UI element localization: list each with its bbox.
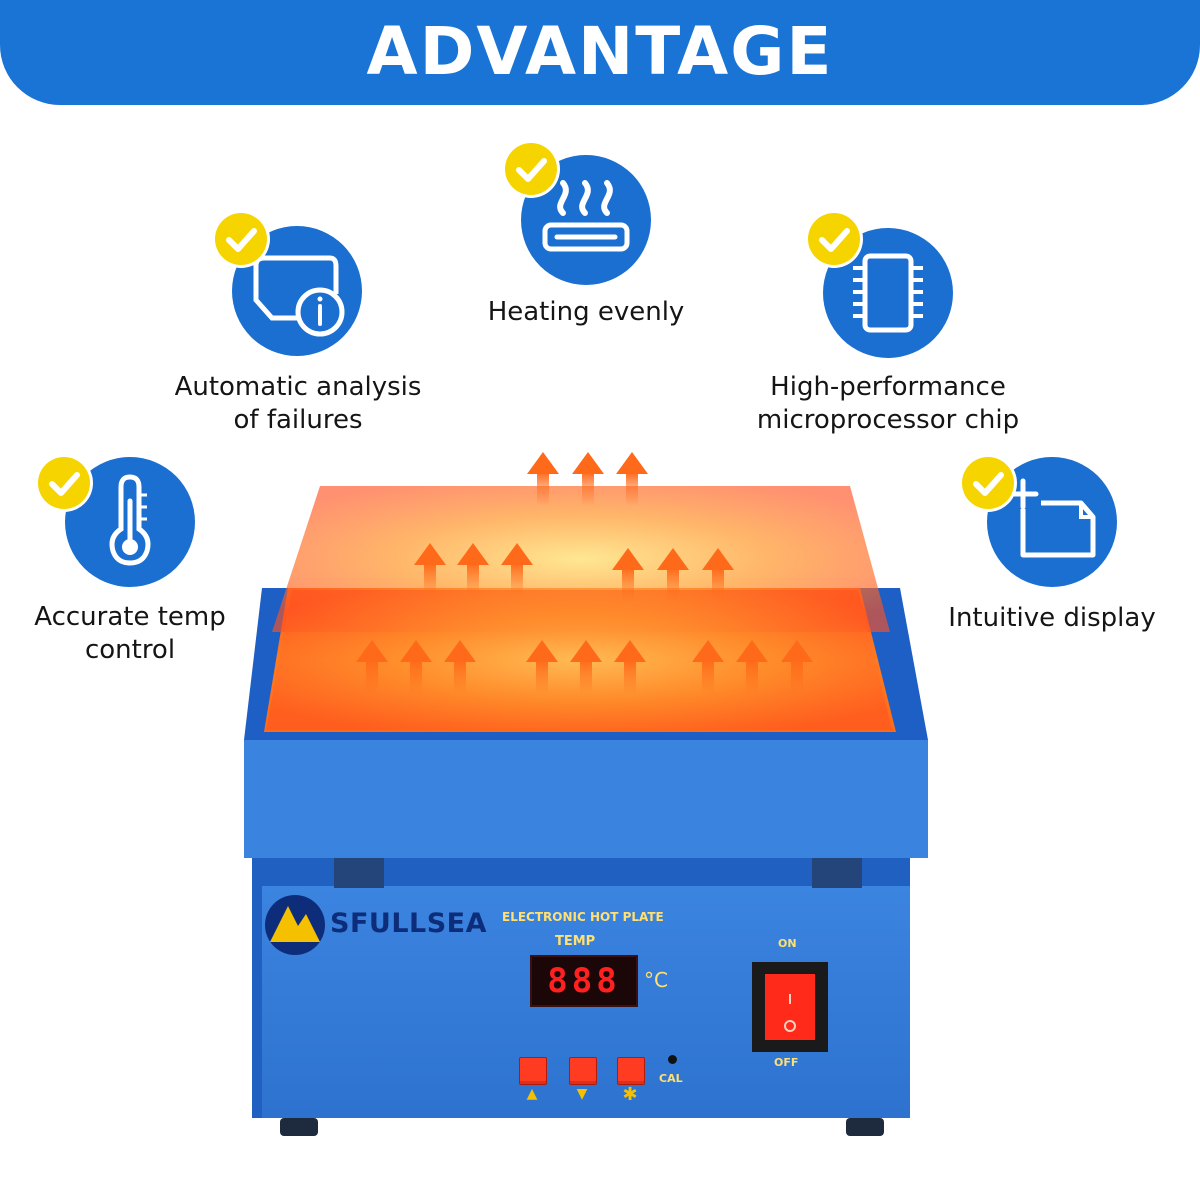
page-title: ADVANTAGE	[366, 13, 834, 90]
temp-display-value: 888	[547, 961, 621, 1001]
brand-name: SFULLSEA	[330, 908, 488, 939]
cal-button[interactable]	[668, 1055, 677, 1064]
heat-arrow-icon	[414, 543, 446, 597]
feature-label: Automatic analysis of failures	[174, 372, 422, 435]
heat-arrow-icon	[457, 543, 489, 597]
heat-arrow-icon	[501, 543, 533, 597]
power-off-label: OFF	[774, 1056, 799, 1069]
down-button[interactable]	[569, 1057, 597, 1085]
temp-label: TEMP	[555, 934, 596, 949]
up-arrow-icon: ▲	[526, 1086, 538, 1102]
heat-arrow-icon	[356, 640, 388, 694]
brand-logo-icon	[265, 895, 325, 955]
check-badge-icon	[215, 213, 267, 265]
heat-arrow-icon	[570, 640, 602, 694]
heat-arrow-icon	[527, 452, 559, 506]
up-button[interactable]	[519, 1057, 547, 1085]
feature-label: Intuitive display	[948, 603, 1156, 633]
check-badge-icon	[38, 457, 90, 509]
heat-arrow-icon	[616, 452, 648, 506]
heat-arrow-icon	[444, 640, 476, 694]
temp-unit: °C	[644, 968, 668, 992]
plate-title: ELECTRONIC HOT PLATE	[502, 910, 664, 924]
device-pillar	[812, 858, 862, 888]
device-tray-front	[244, 740, 928, 858]
asterisk-icon: ✱	[622, 1084, 638, 1105]
heat-arrow-icon	[400, 640, 432, 694]
power-switch-mark-off	[784, 1020, 796, 1032]
cal-label: CAL	[659, 1072, 683, 1085]
heat-arrow-icon	[614, 640, 646, 694]
feature-label: Heating evenly	[487, 297, 685, 327]
heat-arrow-icon	[612, 548, 644, 602]
heat-arrow-icon	[657, 548, 689, 602]
power-on-label: ON	[778, 937, 797, 950]
temp-display: 888	[530, 955, 638, 1007]
feature-label: High-performance microprocessor chip	[756, 372, 1020, 435]
device-pillar	[334, 858, 384, 888]
heat-arrow-icon	[781, 640, 813, 694]
heat-arrow-icon	[526, 640, 558, 694]
device-foot	[846, 1118, 884, 1136]
device-foot	[280, 1118, 318, 1136]
check-badge-icon	[808, 213, 860, 265]
set-button[interactable]	[617, 1057, 645, 1085]
heat-arrow-icon	[702, 548, 734, 602]
header-banner: ADVANTAGE	[0, 0, 1200, 105]
feature-label: Accurate temp control	[34, 602, 226, 665]
heat-arrow-icon	[736, 640, 768, 694]
heat-arrow-icon	[692, 640, 724, 694]
down-arrow-icon: ▼	[576, 1086, 588, 1102]
check-badge-icon	[505, 143, 557, 195]
check-badge-icon	[962, 457, 1014, 509]
heat-arrow-icon	[572, 452, 604, 506]
power-switch-rocker	[765, 974, 815, 1040]
